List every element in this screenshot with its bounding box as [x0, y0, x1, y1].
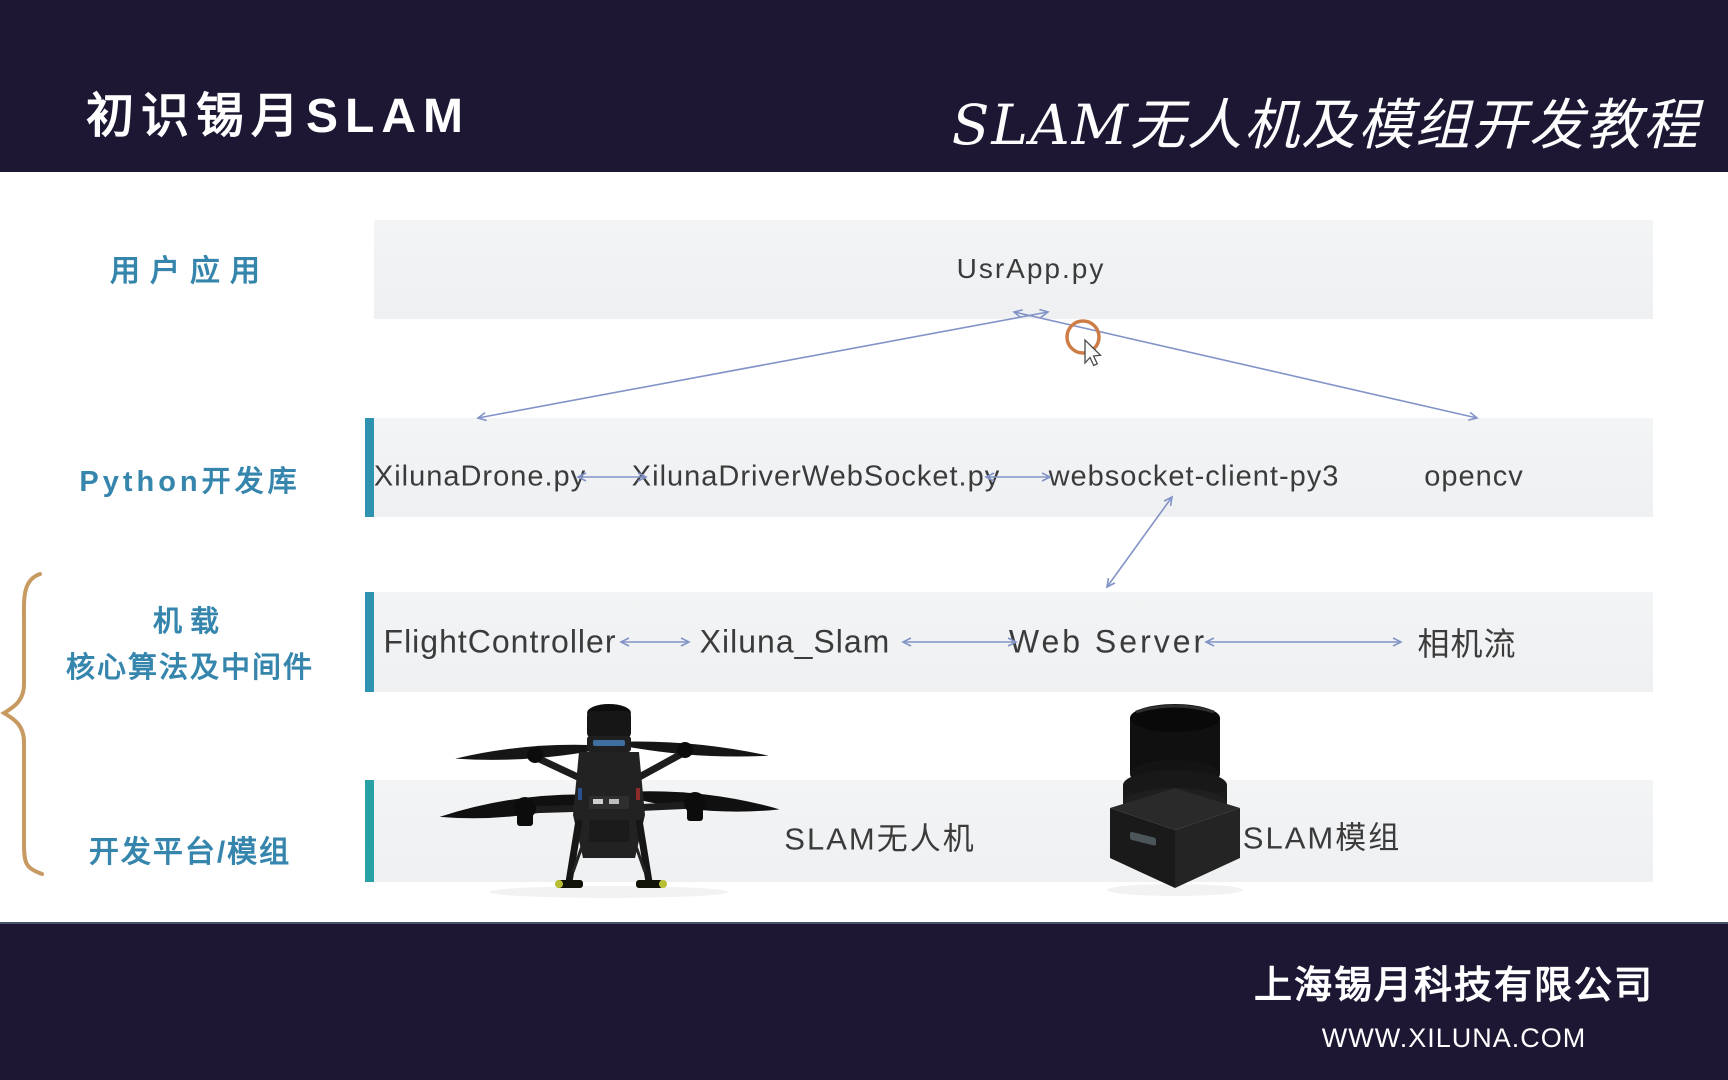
accent-bar-python-libs: [365, 418, 374, 517]
mouse-cursor-icon: [1084, 338, 1102, 367]
node-camera-stream: 相机流: [1417, 626, 1517, 662]
slide-footer: 上海锡月科技有限公司 WWW.XILUNA.COM: [0, 922, 1728, 1080]
cursor-highlight-ring: [1065, 319, 1101, 355]
layer-band-python-libs: [374, 418, 1653, 517]
layer-label-user-app: 用户应用: [110, 255, 270, 288]
layer-label-onboard-line1: 机载: [152, 606, 227, 638]
arrow-usrapp-to-xilunadrone: [476, 308, 1050, 422]
caption-slam-module: SLAM模组: [1242, 820, 1402, 856]
website-url: WWW.XILUNA.COM: [1321, 1023, 1587, 1053]
layer-label-python-libs: Python开发库: [79, 466, 301, 498]
node-xilunadrone: XilunaDrone.py: [373, 460, 587, 493]
node-websocket-client: websocket-client-py3: [1048, 460, 1340, 493]
node-xiluna-slam: Xiluna_Slam: [699, 623, 891, 660]
layer-label-onboard-middleware: 机载 核心算法及中间件: [30, 599, 350, 691]
arrow-usrapp-to-opencv: [1012, 309, 1479, 421]
node-flightcontroller: FlightController: [383, 623, 617, 660]
slam-drone-image: [439, 704, 780, 898]
slide-header: 初识锡月SLAM SLAM无人机及模组开发教程: [0, 0, 1728, 172]
node-opencv: opencv: [1424, 460, 1524, 493]
accent-bar-onboard-middleware: [365, 592, 374, 692]
course-title: SLAM无人机及模组开发教程: [951, 93, 1700, 157]
node-usrapp: UsrApp.py: [956, 253, 1106, 284]
layer-label-onboard-line2: 核心算法及中间件: [65, 652, 314, 684]
accent-bar-dev-platform: [365, 780, 374, 882]
node-xilunadriverwebsocket: XilunaDriverWebSocket.py: [631, 460, 1001, 493]
layer-label-dev-platform: 开发平台/模组: [88, 836, 292, 869]
layer-band-user-app: [374, 220, 1653, 319]
page-title: 初识锡月SLAM: [86, 90, 470, 143]
slam-module-image: [1107, 704, 1243, 896]
caption-slam-drone: SLAM无人机: [784, 821, 976, 857]
node-web-server: Web Server: [1008, 623, 1208, 660]
company-name: 上海锡月科技有限公司: [1253, 965, 1654, 1007]
